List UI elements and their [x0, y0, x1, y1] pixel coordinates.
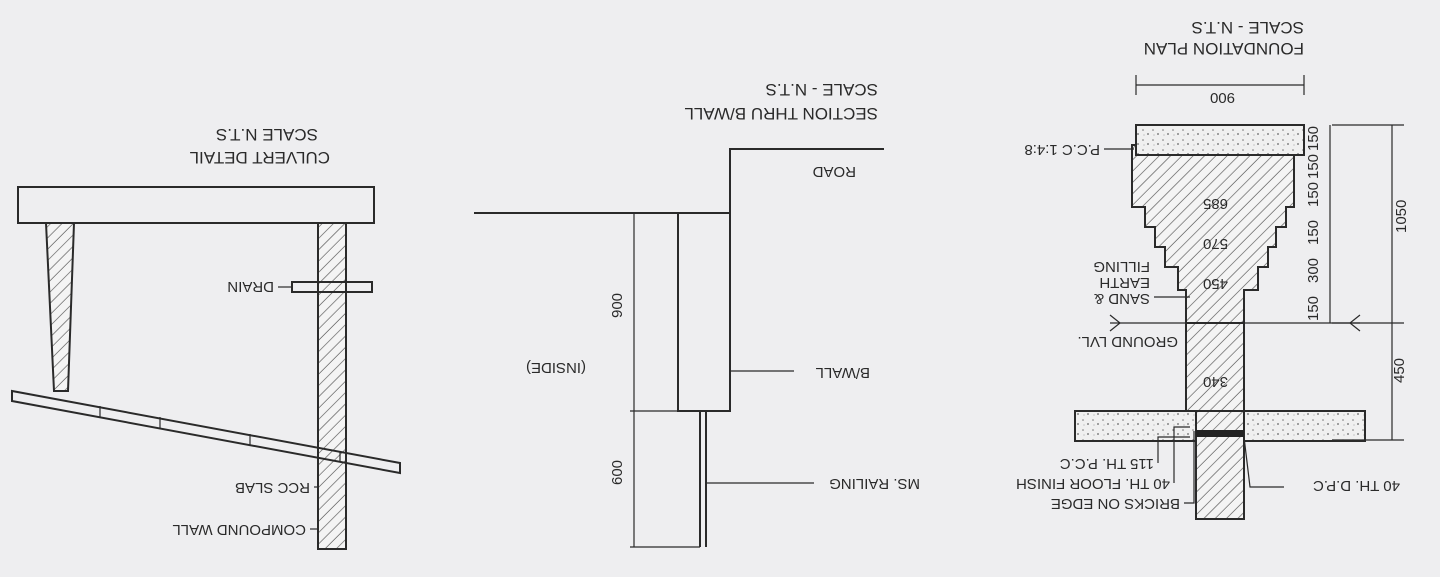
label-road: ROAD — [812, 163, 856, 180]
total-1050: 1050 — [1393, 200, 1410, 233]
section-title: SECTION THRU B/WALL — [684, 104, 878, 123]
culvert-cover-slab — [17, 186, 375, 224]
label-floor-finish: 40 TH. FLOOR FINISH — [1016, 475, 1170, 492]
rotated-drawing: FOUNDATION PLAN SCALE - N.T.S 340 450 57… — [11, 18, 1410, 550]
foundation-title: FOUNDATION PLAN — [1144, 39, 1304, 58]
vdim-150-b: 150 — [1305, 220, 1322, 245]
vdim-150-c: 150 — [1305, 182, 1322, 207]
label-ms-railing: MS. RAILING — [829, 475, 920, 492]
culvert-detail: CULVERT DETAIL SCALE N.T.S DRAIN RCC SLA… — [11, 125, 401, 550]
foundation-plan: FOUNDATION PLAN SCALE - N.T.S 340 450 57… — [1016, 18, 1410, 520]
label-compound-wall: COMPOUND WALL — [172, 521, 306, 538]
label-rcc-slab: RCC SLAB — [235, 479, 310, 496]
pcc-base — [1135, 124, 1305, 156]
rcc-slab — [11, 389, 401, 475]
plinth-wall — [1185, 322, 1245, 412]
total-450: 450 — [1391, 358, 1408, 383]
stepped-footing — [1131, 144, 1295, 324]
label-inside: (INSIDE) — [526, 359, 586, 376]
label-bwall: B/WALL — [816, 364, 870, 381]
width-685: 685 — [1203, 195, 1228, 212]
vdim-150-d: 150 — [1305, 154, 1322, 179]
dim-900: 900 — [609, 293, 626, 318]
section-bwall: SECTION THRU B/WALL SCALE - N.T.S 600 90… — [474, 80, 920, 548]
label-earth: EARTH — [1099, 274, 1150, 291]
vdim-150-e: 150 — [1305, 126, 1322, 151]
label-drain: DRAIN — [227, 278, 274, 295]
compound-wall — [317, 222, 347, 550]
width-900: 900 — [1210, 89, 1235, 106]
width-340: 340 — [1203, 373, 1228, 390]
label-bricks-on-edge: BRICKS ON EDGE — [1051, 495, 1180, 512]
section-scale: SCALE - N.T.S — [766, 80, 878, 99]
foundation-scale: SCALE - N.T.S — [1192, 18, 1304, 37]
culvert-title: CULVERT DETAIL — [190, 148, 330, 167]
label-pcc: P.C.C 1:4:8 — [1024, 141, 1100, 158]
width-570: 570 — [1203, 235, 1228, 252]
label-dpc: 40 TH. D.P.C — [1313, 477, 1400, 494]
culvert-scale: SCALE N.T.S — [216, 125, 318, 144]
label-ground-lvl: GROUND LVL. — [1077, 333, 1178, 350]
culvert-side-wall — [44, 222, 76, 392]
dpc-band — [1196, 430, 1244, 437]
vdim-150-a: 150 — [1305, 296, 1322, 321]
dim-600: 600 — [609, 460, 626, 485]
road-line — [474, 148, 884, 214]
floor-slab-left — [1243, 410, 1366, 442]
vdim-300: 300 — [1305, 258, 1322, 283]
floor-slab-right — [1074, 410, 1197, 442]
label-sand: SAND & — [1094, 290, 1150, 307]
label-filling: FILLING — [1093, 258, 1150, 275]
brick-wall — [1195, 408, 1245, 520]
label-pcc-115: 115 TH. P.C.C — [1060, 455, 1154, 472]
width-450: 450 — [1203, 275, 1228, 292]
bwall-body — [677, 212, 731, 412]
